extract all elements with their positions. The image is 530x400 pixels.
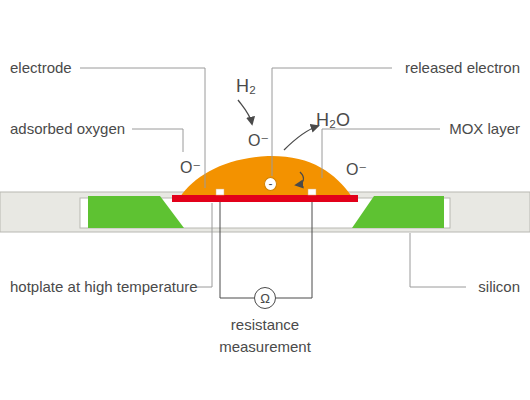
leader-line: [132, 129, 183, 152]
part-label: silicon: [478, 278, 520, 296]
part-label: adsorbed oxygen: [10, 120, 125, 138]
reaction-arrow: [296, 172, 303, 185]
mox-layer: [180, 156, 352, 197]
part-label: hotplate at high temperature: [10, 278, 198, 296]
electrode: [216, 189, 224, 195]
electron: -: [264, 177, 277, 191]
gas-formula: H₂: [236, 76, 256, 97]
support-block: [352, 196, 444, 228]
node-text: Ω: [260, 292, 270, 305]
silicon-substrate: [0, 192, 530, 232]
wire: [220, 202, 254, 298]
node-text: -: [269, 178, 273, 190]
part-label: released electron: [405, 59, 520, 77]
reaction-arrow: [284, 126, 318, 150]
leader-line: [272, 68, 392, 176]
part-label: electrode: [10, 59, 72, 77]
leader-line: [322, 129, 440, 178]
part-label: MOX layer: [449, 120, 520, 138]
ion-label: O⁻: [248, 131, 269, 150]
ohmmeter-symbol: Ω: [254, 287, 276, 309]
support-block: [88, 196, 184, 228]
leader-line: [196, 203, 212, 287]
part-label: resistance measurement: [205, 314, 325, 358]
ion-label: O⁻: [346, 160, 367, 179]
wire: [276, 202, 312, 298]
reaction-arrow: [238, 100, 252, 124]
gas-formula: H₂O: [316, 110, 350, 131]
hotplate: [172, 195, 358, 202]
ion-label: O⁻: [180, 158, 201, 177]
leader-line: [410, 233, 466, 287]
electrode: [308, 189, 316, 195]
